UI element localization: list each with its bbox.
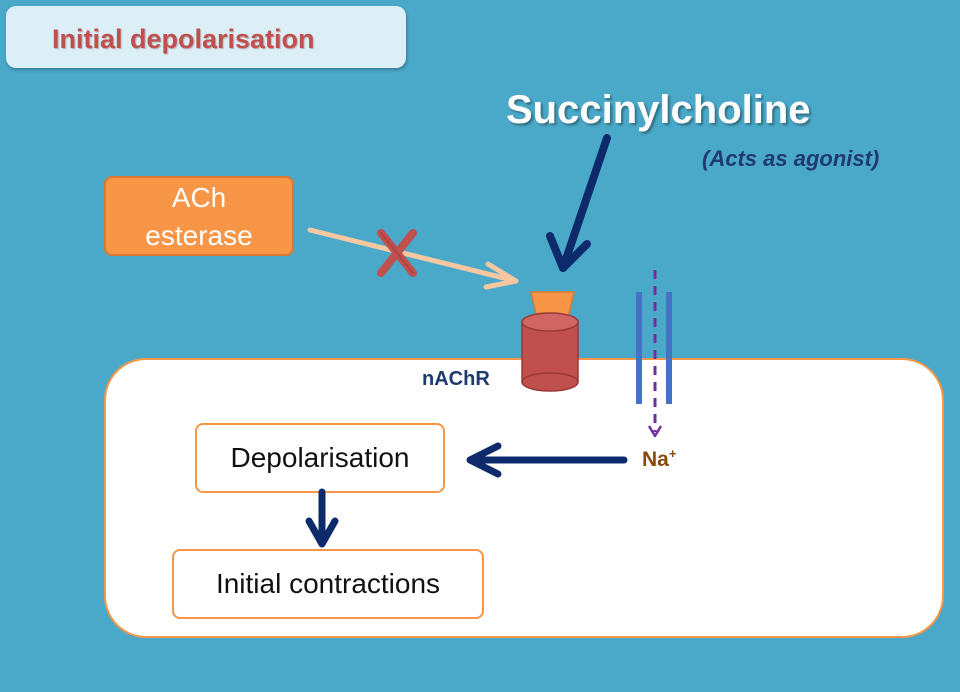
to-contractions-arrow	[305, 488, 339, 548]
ion-charge: +	[668, 446, 677, 461]
contractions-box: Initial contractions	[172, 549, 484, 619]
slide-title: Initial depolarisation	[52, 24, 315, 54]
title-box: Initial depolarisation	[6, 6, 406, 68]
ach-esterase-line1: ACh	[171, 182, 227, 213]
ion-label: Na+	[642, 446, 676, 472]
to-depolarisation-arrow	[466, 442, 628, 478]
ion-channel	[636, 292, 672, 404]
ach-esterase-box: ACh esterase	[104, 176, 294, 256]
ach-arrow	[307, 227, 519, 290]
succinylcholine-arrow	[546, 134, 611, 272]
x-mark-icon	[377, 229, 417, 277]
receptor-label: nAChR	[422, 368, 490, 390]
sodium-influx-arrow	[647, 270, 663, 438]
depolarisation-box: Depolarisation	[195, 423, 445, 493]
ion-symbol: Na	[642, 448, 669, 471]
drug-name: Succinylcholine	[506, 88, 811, 132]
drug-note: (Acts as agonist)	[702, 146, 880, 171]
ach-esterase-line2: esterase	[145, 220, 253, 251]
receptor-cylinder	[521, 312, 579, 392]
